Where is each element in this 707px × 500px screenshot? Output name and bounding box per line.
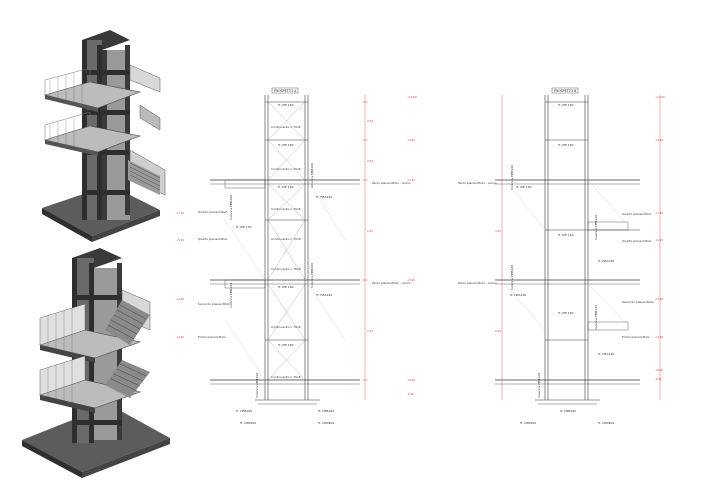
brace-label-3: Controvento L 70x6	[271, 207, 301, 211]
floor-label-fourth-a: Quarto pianerottolo	[198, 210, 228, 214]
floor-label-third-a2: Terzo pianerottolo - arrivo	[371, 281, 411, 285]
beam-label-2: Tr. IPE 160	[277, 143, 294, 147]
elev-red-a-left2: +5.20	[176, 238, 184, 242]
brace-label-4: Controvento L 70x6	[271, 237, 301, 241]
floor-label-second-a: Secondo pianerottolo	[198, 302, 230, 306]
elevation-b	[495, 87, 661, 405]
floor-label-third-b: Terzo pianerottolo - arrivo	[457, 181, 497, 185]
beam-label-b2: Tr. IPE 160	[557, 143, 574, 147]
brace-label-2: Controvento L 70x6	[271, 167, 301, 171]
beam-label-9: Tr. HEB160	[235, 409, 252, 413]
post-label-a4: Colonna HEB160	[310, 163, 314, 188]
elev-red-b1: +12.00	[655, 95, 665, 99]
dim-red-5: 3.00	[495, 229, 501, 233]
vertical-labels: Colonna HEB160 Colonna HEB160 Colonna HE…	[229, 163, 598, 398]
elev-red-b2: +9.60	[655, 138, 663, 142]
elev-red-b3: +7.40	[655, 211, 663, 215]
elev-red-4: +5.20	[407, 278, 415, 282]
elevation-a	[210, 87, 368, 405]
labels: PROSPETTO A PROSPETTO B Quarto pianerott…	[176, 89, 665, 425]
beam-label-b6: Tr. IPE 160	[557, 311, 574, 315]
elev-red-3: +7.40	[407, 178, 415, 182]
floor-label-fourth-b: Quarto pianerottolo	[622, 212, 652, 216]
brace-label-6: Controvento L 70x6	[271, 325, 301, 329]
brace-label-7: Controvento L 70x6	[271, 375, 301, 379]
beam-label-4: Tr. IPE 160	[277, 285, 294, 289]
elev-red-b7: +0.00	[655, 368, 663, 372]
axonometric-view-top	[42, 30, 166, 242]
beam-label-6: Tr. IPE 140	[235, 225, 252, 229]
dim-red-2: 2.20	[367, 159, 373, 163]
elev-red-b8: -0.40	[655, 377, 662, 381]
beam-label-b8: Tr. HEA140	[597, 352, 614, 356]
elev-red-b6: +3.00	[655, 335, 663, 339]
post-label-a1: Colonna HEB160	[229, 195, 233, 220]
elev-red-b4: +5.20	[655, 238, 663, 242]
floor-label-first-b: Primo pianerottolo	[622, 335, 650, 339]
elev-red-a-left1: +7.40	[176, 211, 184, 215]
elev-red-6: -0.40	[407, 392, 414, 396]
beam-label-b5: Tr. HEA140	[509, 293, 526, 297]
beam-label-b10: Tr. UPN200	[519, 421, 536, 425]
dim-red-6: 0.40	[495, 329, 501, 333]
beam-label-b1: Tr. IPE 160	[557, 103, 574, 107]
floor-label-fourth-b2: Quarto pianerottolo	[622, 239, 652, 243]
beam-label-b4: Tr. IPE 160	[557, 233, 574, 237]
post-label-a3: Colonna HEB160	[255, 373, 259, 398]
post-label-b4: Colonna HEB160	[594, 215, 598, 240]
dim-red-1: 2.20	[367, 119, 373, 123]
elev-red-a-left3: +3.00	[176, 297, 184, 301]
axonometric-view-bottom	[22, 248, 170, 478]
floor-label-third-b2: Terzo pianerottolo - arrivo	[457, 281, 497, 285]
elev-red-b5: +3.00	[655, 297, 663, 301]
beam-label-b7: Tr. HEA140	[597, 259, 614, 263]
beam-label-12: Tr. UPN200	[317, 421, 334, 425]
elevation-a-title: PROSPETTO A	[274, 89, 297, 93]
post-label-a2: Colonna HEB160	[229, 283, 233, 308]
elev-red-a-left4: +3.00	[176, 335, 184, 339]
beam-label-7: Tr. HEA140	[315, 195, 332, 199]
beam-label-5: Tr. IPE 160	[277, 343, 294, 347]
post-label-b5: Colonna HEB160	[594, 305, 598, 330]
brace-label-1: Controvento L 70x6	[271, 125, 301, 129]
floor-label-fourth-a2: Quarto pianerottolo	[198, 237, 228, 241]
beam-label-11: Tr. UPN200	[239, 421, 256, 425]
beam-label-b11: Tr. UPN200	[597, 421, 614, 425]
floor-label-first-a: Primo pianerottolo	[198, 335, 226, 339]
dim-red-4: 2.20	[367, 329, 373, 333]
beam-label-10: Tr. HEB160	[317, 409, 334, 413]
post-label-a5: Colonna HEB160	[310, 263, 314, 288]
elevation-b-title: PROSPETTO B	[554, 89, 576, 93]
floor-label-second-b: Secondo pianerottolo	[622, 300, 654, 304]
beam-label-b9: Tr. HEB160	[559, 409, 576, 413]
beam-label-3: Tr. IPE 160	[277, 185, 294, 189]
beam-label-b3: Tr. IPE 160	[515, 185, 532, 189]
brace-label-5: Controvento L 70x6	[271, 267, 301, 271]
elev-red-5: +0.00	[407, 378, 415, 382]
post-label-b1: Colonna HEB160	[510, 165, 514, 190]
elev-red-1: +12.00	[407, 95, 417, 99]
floor-label-third-a: Terzo pianerottolo - arrivo	[371, 181, 411, 185]
post-label-b3: Colonna HEB160	[537, 373, 541, 398]
beam-label-1: Tr. IPE 160	[277, 103, 294, 107]
post-label-b2: Colonna HEB160	[510, 265, 514, 290]
beam-label-8: Tr. HEA140	[315, 293, 332, 297]
elev-red-2: +9.60	[407, 138, 415, 142]
dim-red-3: 2.20	[367, 229, 373, 233]
